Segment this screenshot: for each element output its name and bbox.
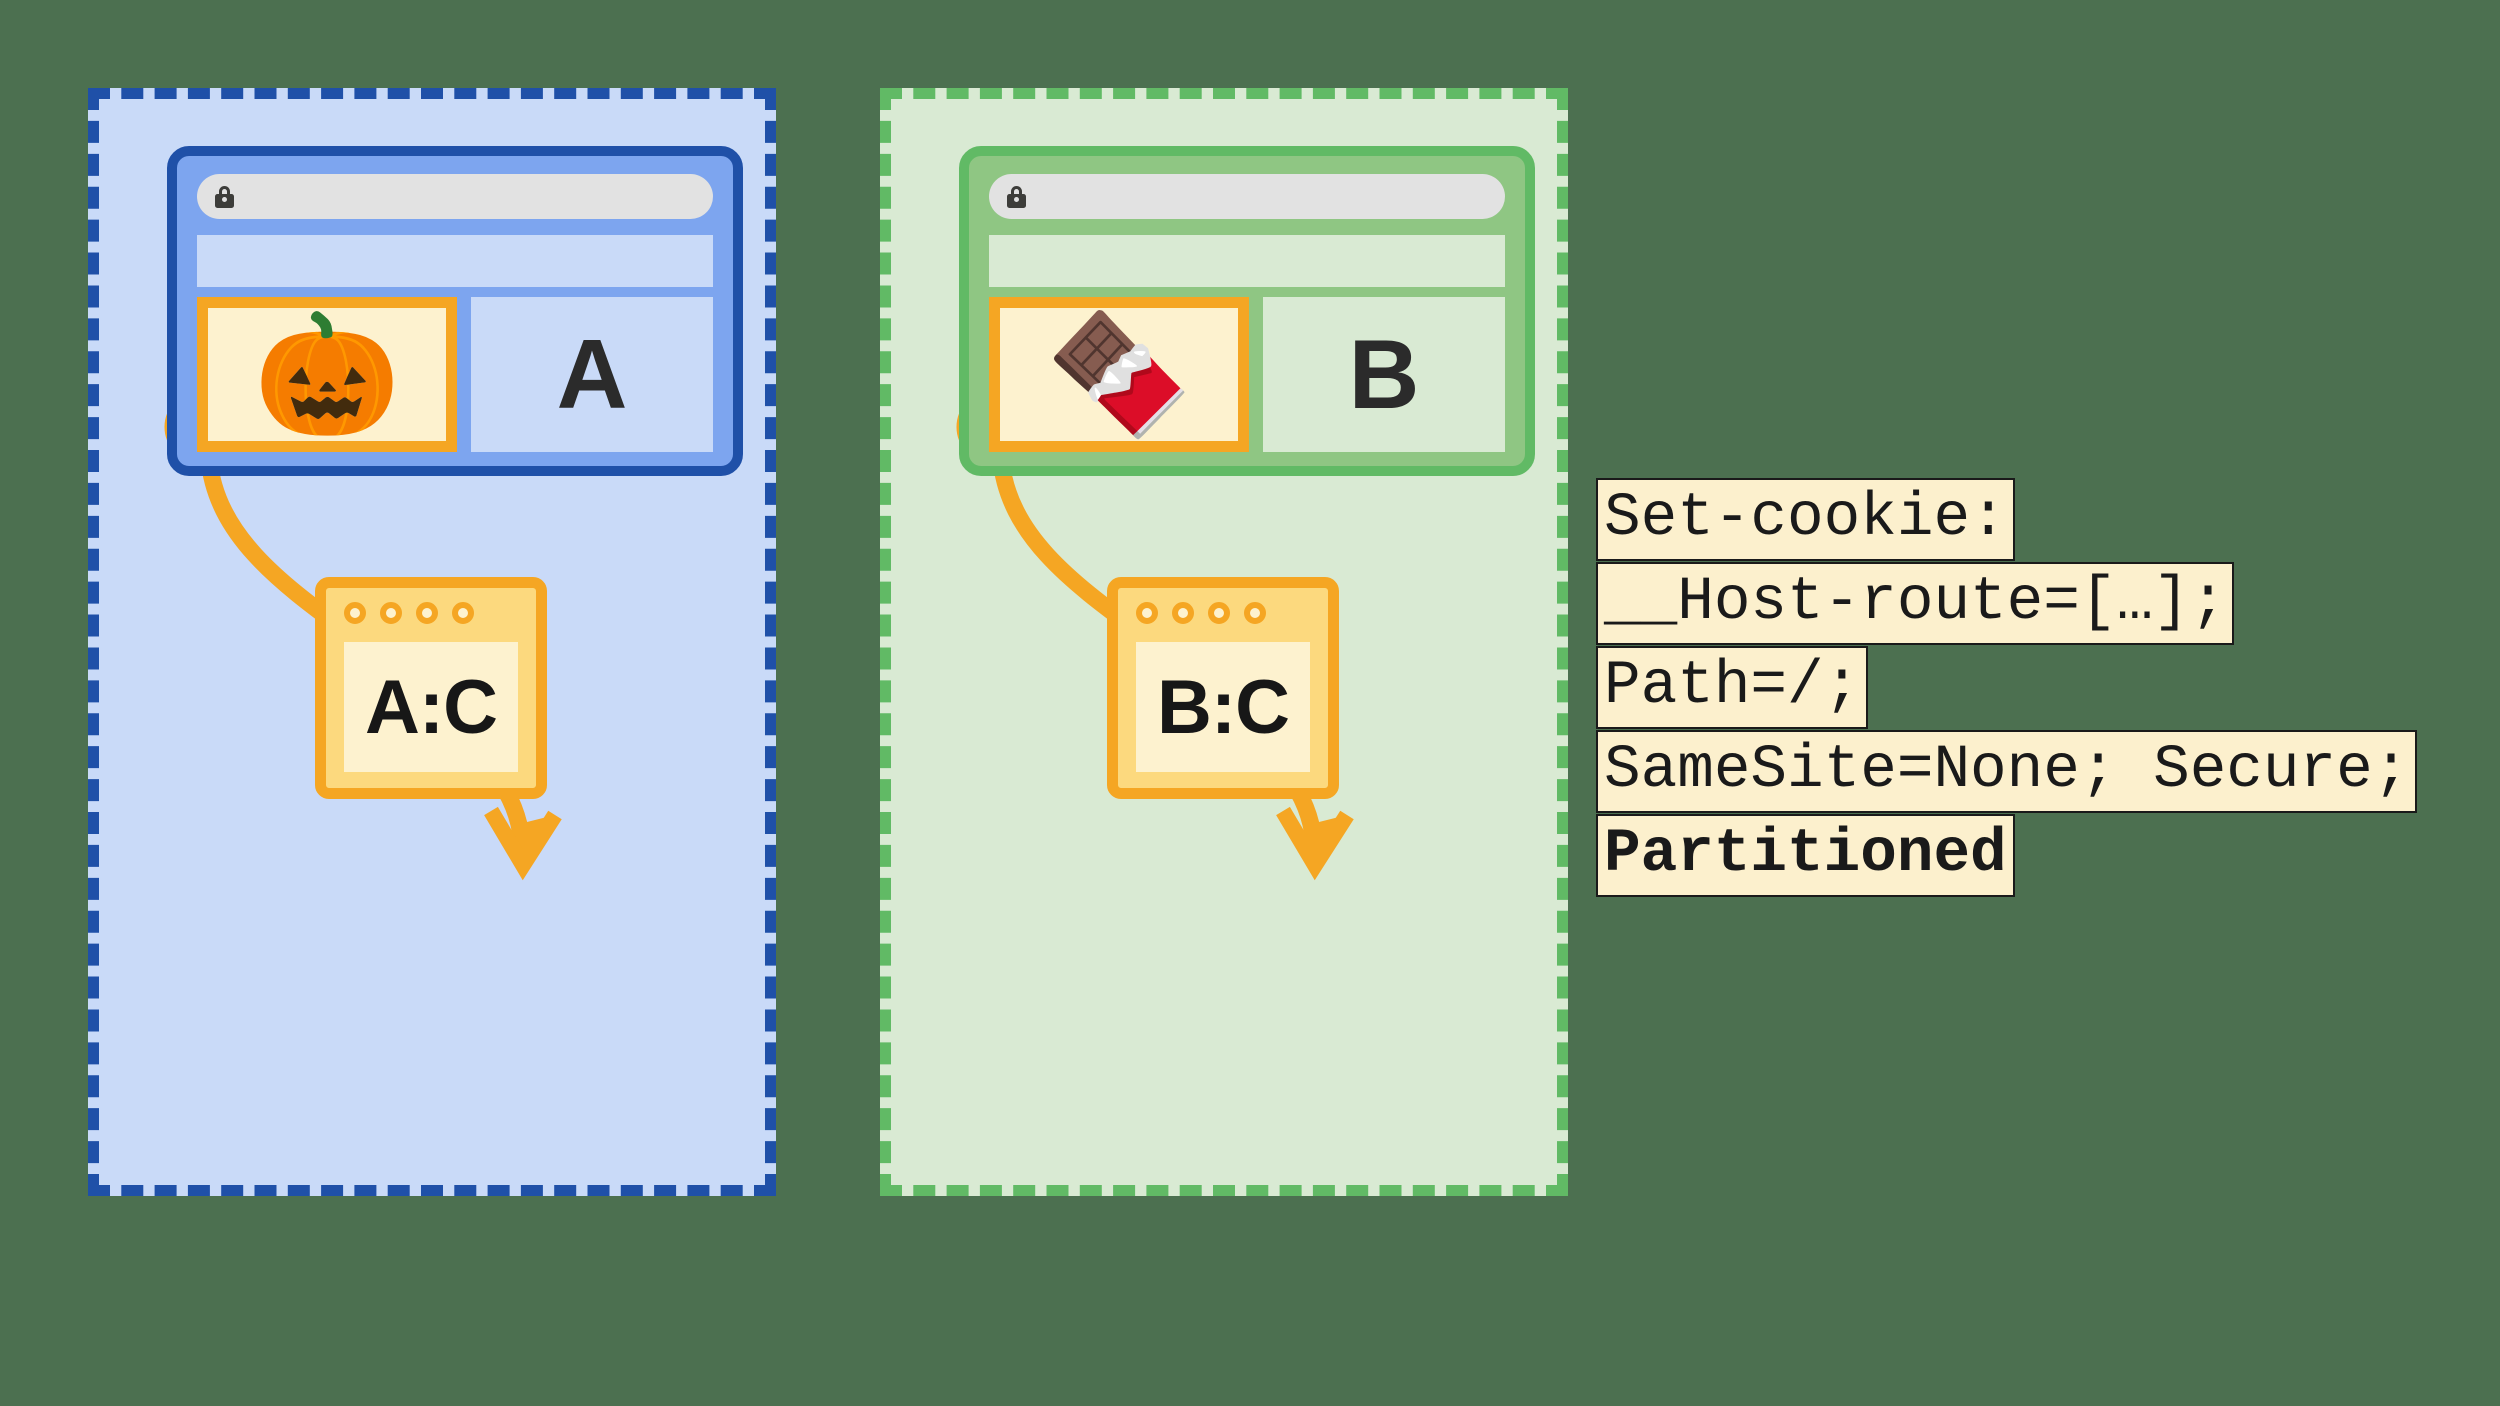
storage-card-body-b: B:C <box>1136 642 1310 772</box>
code-line-2: Path=/; <box>1596 646 1869 729</box>
page-content-strip-a <box>197 235 713 287</box>
page-panels-a: 🎃 A <box>197 297 713 452</box>
storage-dot <box>344 602 366 624</box>
code-line-1: __Host-route=[…]; <box>1596 562 2235 645</box>
storage-dot <box>380 602 402 624</box>
browser-window-a[interactable]: 🎃 A <box>167 146 743 476</box>
url-bar-b[interactable] <box>989 174 1505 219</box>
chocolate-bar-icon: 🍫 <box>1045 308 1193 441</box>
partition-container-b: 🍫 B 🍪 B:C <box>880 88 1568 1196</box>
storage-card-dots-b <box>1136 602 1266 624</box>
jack-o-lantern-icon: 🎃 <box>253 308 401 441</box>
code-line-4: Partitioned <box>1596 814 2015 897</box>
storage-key-label-a: A:C <box>364 664 498 750</box>
code-line-3: SameSite=None; Secure; <box>1596 730 2418 813</box>
page-panels-b: 🍫 B <box>989 297 1505 452</box>
storage-card-body-a: A:C <box>344 642 518 772</box>
lock-icon <box>215 185 234 208</box>
storage-key-label-b: B:C <box>1156 664 1290 750</box>
code-line-0: Set-cookie: <box>1596 478 2015 561</box>
storage-card-dots-a <box>344 602 474 624</box>
page-content-strip-b <box>989 235 1505 287</box>
partition-container-a: 🎃 A 🍪 A:C <box>88 88 776 1196</box>
site-letter-a: A <box>556 319 628 429</box>
lock-icon <box>1007 185 1026 208</box>
cookie-storage-card-b: B:C <box>1107 577 1339 799</box>
storage-dot <box>1136 602 1158 624</box>
storage-dot <box>1208 602 1230 624</box>
site-panel-b: B <box>1263 297 1505 452</box>
storage-dot <box>416 602 438 624</box>
site-panel-a: A <box>471 297 713 452</box>
embedded-iframe-b[interactable]: 🍫 <box>989 297 1249 452</box>
cookie-storage-card-a: A:C <box>315 577 547 799</box>
storage-dot <box>1244 602 1266 624</box>
storage-dot <box>452 602 474 624</box>
set-cookie-code-block: Set-cookie: __Host-route=[…]; Path=/; Sa… <box>1596 478 2418 898</box>
embedded-iframe-a[interactable]: 🎃 <box>197 297 457 452</box>
url-bar-a[interactable] <box>197 174 713 219</box>
site-letter-b: B <box>1348 319 1420 429</box>
browser-window-b[interactable]: 🍫 B <box>959 146 1535 476</box>
storage-dot <box>1172 602 1194 624</box>
